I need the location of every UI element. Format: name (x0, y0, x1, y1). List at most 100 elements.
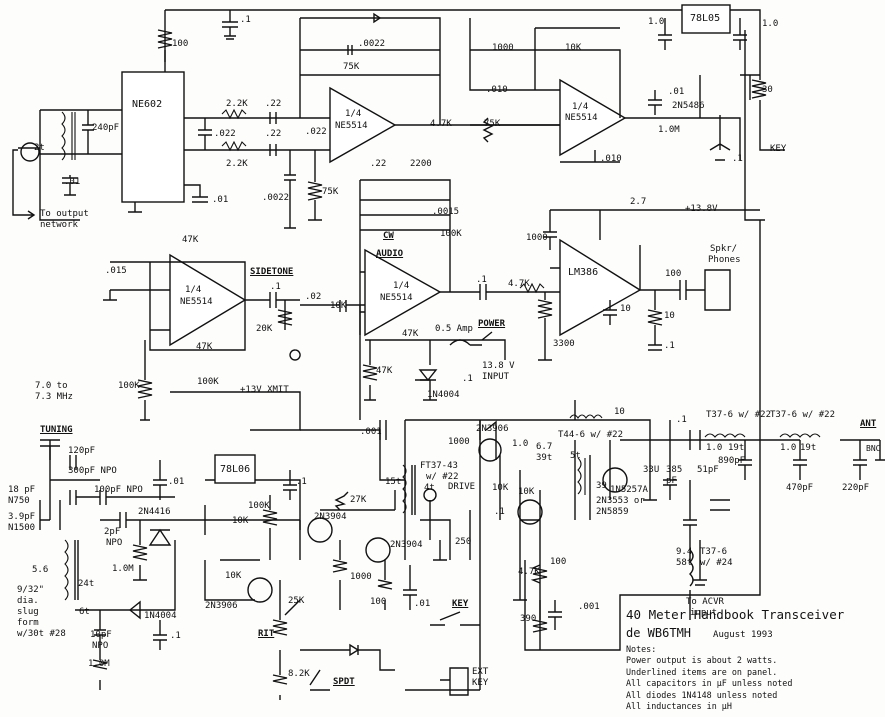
val-c02: .02 (305, 292, 322, 302)
q-2n3904-b (365, 537, 391, 563)
spkr-1: Spkr/ (710, 244, 738, 254)
opamp-top-triangle (329, 86, 397, 164)
val-c100-out: 100 (665, 269, 682, 279)
val-r10m-c: 1.0M (88, 659, 110, 669)
val-r100k-l2: 100K (197, 377, 219, 387)
val-r47k-pw: 47K (402, 329, 419, 339)
val-r22k-b: 2.2K (226, 159, 248, 169)
ic-opamp-left-l1: 1/4 (185, 285, 202, 295)
ext-1: EXT (472, 667, 489, 677)
val-c240: 240pF (92, 123, 120, 133)
val-q-2n5486: 2N5486 (672, 101, 705, 111)
to-output-1: To output (40, 209, 89, 219)
val-c0022-fb: .0022 (358, 39, 386, 49)
bnc-label: BNC (866, 444, 881, 453)
ic-78l06-label: 78L06 (220, 464, 251, 475)
ic-lm386-label: LM386 (568, 267, 599, 278)
val-r100: 100 (172, 39, 189, 49)
val-r82k: 8.2K (288, 669, 310, 679)
panel-sidetone: SIDETONE (250, 267, 294, 277)
val-c2pf: 2pF (104, 527, 121, 537)
slug-1: 9/32" (17, 585, 45, 595)
ext-2: KEY (472, 678, 489, 688)
val-c015: .015 (105, 266, 127, 276)
freq-2: 7.3 MHz (35, 392, 73, 402)
val-r75k-fb: 75K (343, 62, 360, 72)
ext-key-jack (440, 667, 469, 696)
val-l67: 6.7 (536, 442, 553, 452)
to-output-2: network (40, 220, 78, 230)
val-r2200: 2200 (410, 159, 432, 169)
panel-spdt: SPDT (333, 677, 355, 687)
val-t24: 24t (78, 579, 95, 589)
val-c10-q: 1.0 (512, 439, 529, 449)
val-t376a: T37-6 w/ #22 (706, 410, 772, 420)
val-c1000: 1000 (526, 233, 548, 243)
val-c100pf: 100pF NPO (94, 485, 143, 495)
cap-top (222, 10, 238, 40)
val-c22-b: .22 (265, 129, 282, 139)
val-r100k-l: 100K (118, 381, 140, 391)
top-rail (165, 9, 761, 30)
val-npo2: NPO (92, 641, 109, 651)
v138-label: +13.8V (685, 204, 718, 214)
slug-3: slug (17, 607, 39, 617)
val-c022-a: .022 (214, 129, 236, 139)
val-c120: 120pF (68, 446, 96, 456)
val-c01-reg: .01 (168, 477, 185, 487)
val-l10-b: 1.0 (780, 443, 797, 453)
panel-cw: CW (383, 231, 394, 241)
title-date: August 1993 (713, 630, 773, 640)
val-r100k-fb: 100K (440, 229, 462, 239)
val-q-2n3906: 2N3906 (476, 424, 509, 434)
val-c1-out: .1 (664, 341, 675, 351)
val-r47k-aud: 4.7K (508, 279, 530, 289)
resistor-100 (157, 29, 173, 49)
q-2n3553 (602, 467, 628, 493)
val-c51: 51pF (697, 465, 719, 475)
val-r10k-q2: 10K (518, 487, 535, 497)
val-r100k-reg: 100K (248, 501, 270, 511)
panel-key: KEY (452, 599, 469, 609)
val-c10-386: 10 (620, 304, 631, 314)
val-r390: 390 (520, 614, 537, 624)
val-q-2n3906-b: 2N3906 (205, 601, 238, 611)
val-r10k-side: 10K (330, 301, 347, 311)
val-ft37b: w/ #22 (426, 472, 459, 482)
val-r47k-l2: 47K (196, 342, 213, 352)
val-r10m: 1.0M (658, 125, 680, 135)
val-t44: T44-6 w/ #22 (558, 430, 624, 440)
opamp-right-triangle (559, 78, 627, 157)
input-coil (61, 111, 66, 161)
val-c1-side: .1 (270, 282, 281, 292)
note-line: All diodes 1N4148 unless noted (626, 689, 778, 700)
panel-ant: ANT (860, 419, 877, 429)
val-c01-r: .01 (668, 87, 685, 97)
val-r75k-mid: 75K (484, 119, 501, 129)
val-t376b: T37-6 w/ #22 (770, 410, 836, 420)
val-c1-rit: .1 (170, 631, 181, 641)
val-c10-b: 1.0 (762, 19, 779, 29)
val-c33u: 33U (643, 465, 660, 475)
ic-opamp-audio-l2: NE5514 (380, 293, 413, 303)
notes-block: Notes: Power output is about 2 watts. Un… (626, 644, 792, 712)
val-c1-f: .1 (676, 415, 687, 425)
val-r1000-top: 1000 (492, 43, 514, 53)
ic-opamp-top-l2: NE5514 (335, 121, 368, 131)
panel-tuning: TUNING (40, 425, 73, 435)
val-c890: 890pF (718, 456, 746, 466)
val-r20k: 20K (256, 324, 273, 334)
val-c10pf: 10pF (90, 630, 112, 640)
val-c001-q: .001 (578, 602, 600, 612)
val-c022-b: .022 (305, 127, 327, 137)
regulator-78l06-box (214, 454, 256, 484)
val-t19a: 19t (728, 443, 745, 453)
val-c1-aud: .1 (476, 275, 487, 285)
input-jack (20, 142, 40, 162)
val-r47k-l1: 47K (182, 235, 199, 245)
val-t376c: T37-6 (700, 547, 728, 557)
note-line: Underlined items are on panel. (626, 666, 778, 677)
ic-78l05-label: 78L05 (690, 13, 721, 24)
val-r250: 250 (455, 537, 472, 547)
val-c18: 18 pF (8, 485, 36, 495)
